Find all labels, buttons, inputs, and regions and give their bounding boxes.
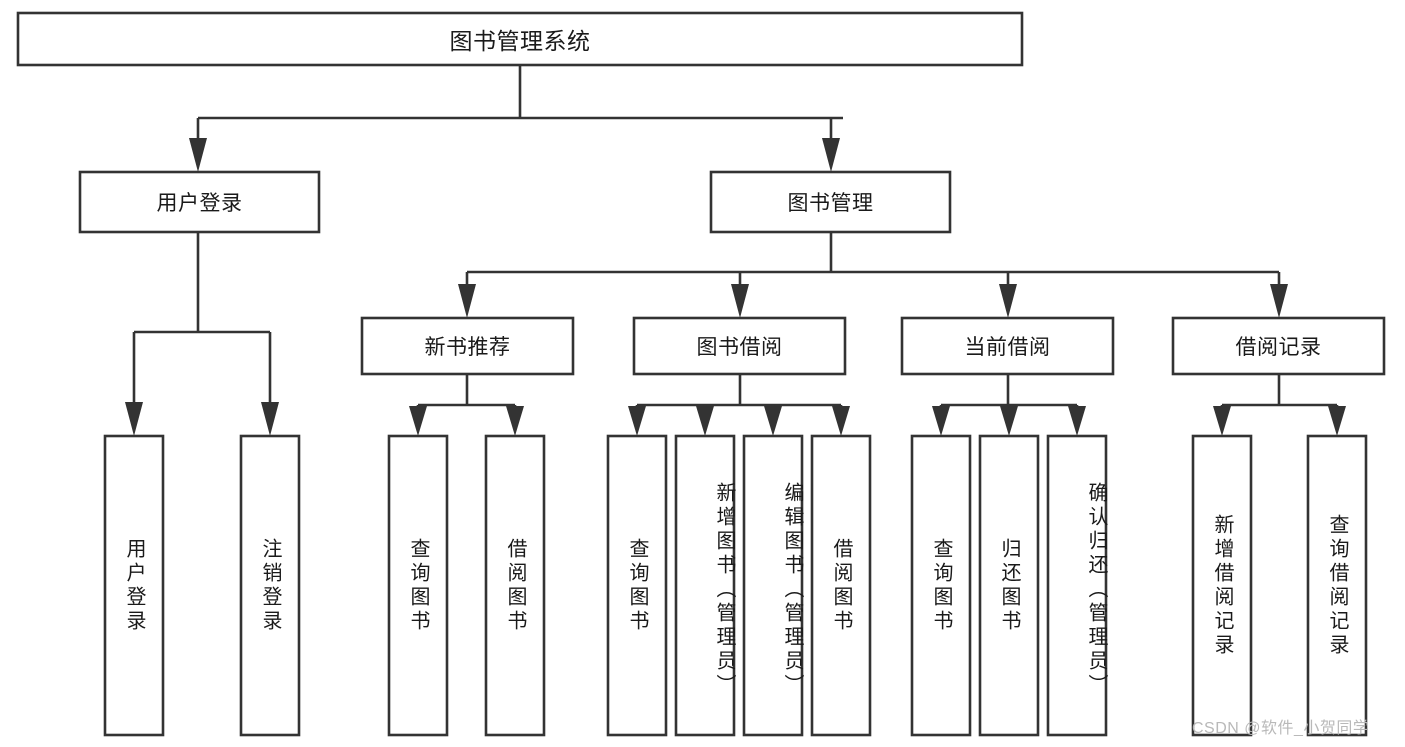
node-box-leaf-confirm-return[interactable]	[1046, 434, 1108, 737]
node-box-leaf-edit-book[interactable]	[742, 434, 804, 737]
connector-userlogin-to-leaves	[125, 232, 279, 436]
node-box-book-manage[interactable]	[709, 170, 952, 234]
node-box-leaf-user-logout[interactable]	[239, 434, 301, 737]
node-box-current-borrow[interactable]	[900, 316, 1115, 376]
connector-currentborrow-to-leaves	[932, 374, 1086, 436]
node-box-leaf-query-book-1[interactable]	[387, 434, 449, 737]
node-box-leaf-borrow-book-2[interactable]	[810, 434, 872, 737]
node-box-leaf-borrow-book-1[interactable]	[484, 434, 546, 737]
connector-bookborrow-to-leaves	[628, 374, 850, 436]
node-box-leaf-query-record[interactable]	[1306, 434, 1368, 737]
node-box-book-borrow[interactable]	[632, 316, 847, 376]
node-box-new-book-recommend[interactable]	[360, 316, 575, 376]
node-box-leaf-return-book[interactable]	[978, 434, 1040, 737]
connector-root-to-level1	[189, 65, 843, 172]
node-box-root[interactable]	[16, 11, 1024, 67]
node-box-user-login[interactable]	[78, 170, 321, 234]
connector-bookmanage-to-level2	[458, 232, 1288, 318]
node-box-leaf-query-book-2[interactable]	[606, 434, 668, 737]
node-box-leaf-add-book[interactable]	[674, 434, 736, 737]
node-box-borrow-record[interactable]	[1171, 316, 1386, 376]
csdn-watermark: CSDN @软件_小贺同学	[1192, 720, 1370, 737]
node-box-leaf-user-login[interactable]	[103, 434, 165, 737]
connector-borrowrecord-to-leaves	[1213, 374, 1346, 436]
connector-newbook-to-leaves	[409, 374, 524, 436]
node-box-leaf-query-book-3[interactable]	[910, 434, 972, 737]
node-box-leaf-add-record[interactable]	[1191, 434, 1253, 737]
